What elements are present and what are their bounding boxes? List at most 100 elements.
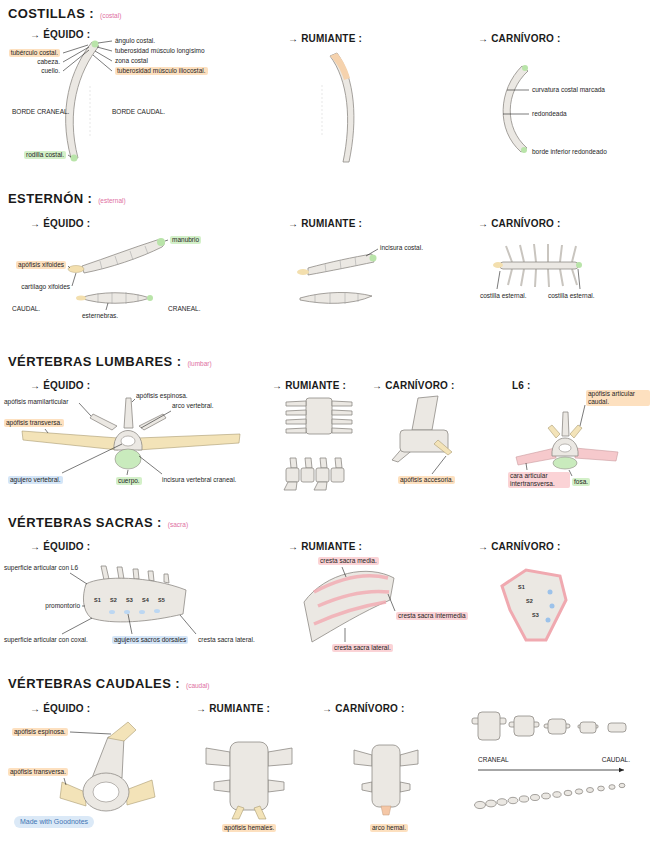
horse-lumbar-vertebra (138, 434, 240, 450)
caudal-series (508, 797, 518, 803)
horse-sternum (147, 295, 153, 301)
horse-lumbar-vertebra (62, 444, 122, 473)
caudal-series (542, 793, 551, 799)
caudal-series (475, 801, 486, 808)
ruminant-sacrum (345, 628, 346, 642)
horse-lumbar-vertebra (115, 449, 141, 469)
horse-lumbar-vertebra (141, 411, 171, 428)
ruminant-sacrum (342, 567, 346, 577)
caudal-series (564, 790, 572, 795)
ruminant-rib (322, 85, 323, 135)
ruminant-lumbar-vertebrae (284, 398, 352, 490)
l6-vertebra (552, 438, 578, 456)
horse-rib (92, 41, 99, 48)
horse-rib (63, 47, 89, 62)
ruminant-sacrum (314, 602, 386, 624)
horse-lumbar-vertebra (114, 431, 142, 451)
carnivore-sacrum (502, 570, 566, 640)
part-label: incisura vertebral craneal. (162, 476, 236, 484)
part-label: incisura costal. (380, 244, 423, 252)
caudal-series (598, 786, 605, 791)
horse-sternum (98, 292, 138, 304)
part-label: apófisis xifoides (16, 261, 66, 269)
species-heading: → ÉQUIDO : (30, 703, 90, 715)
horse-sternum (72, 273, 76, 286)
species-heading: → RUMIANTE : (288, 33, 362, 45)
caudal-series (531, 795, 540, 801)
part-label: costilla esternal. (480, 292, 527, 300)
horse-lumbar-vertebra (22, 431, 118, 450)
horse-sternum (106, 303, 108, 310)
section-heading: VÉRTEBRAS LUMBARES : (8, 354, 181, 370)
horse-rib (63, 50, 89, 71)
ruminant-rib (322, 53, 354, 162)
species-heading: → ÉQUIDO : (30, 218, 90, 230)
caudal-series (486, 800, 497, 807)
carnivore-sternum (493, 244, 582, 289)
species-heading: → ÉQUIDO : (30, 541, 90, 553)
ruminant-rib (330, 53, 354, 162)
carnivore-sternum (576, 262, 582, 268)
horse-sacrum (139, 610, 145, 614)
horse-lumbar-vertebra (90, 414, 117, 430)
horse-rib (66, 42, 99, 158)
part-label: cresta sacra lateral. (198, 636, 255, 644)
horse-lumbar-vertebra (124, 398, 133, 428)
horse-caudal-vertebra (60, 782, 86, 806)
horse-rib (68, 155, 71, 157)
horse-rib (95, 51, 112, 61)
caudal-series (580, 722, 596, 733)
species-heading: → CARNÍVORO : (478, 541, 561, 553)
carnivore-lumbar-vertebra (432, 456, 446, 474)
l6-vertebra (559, 444, 571, 452)
ruminant-lumbar-vertebrae (306, 398, 332, 434)
part-label: apófisis transversa. (8, 768, 68, 776)
horse-caudal-vertebra (93, 782, 119, 802)
horse-caudal-vertebra (92, 737, 124, 778)
horse-rib (93, 55, 112, 71)
ruminant-sternum (315, 293, 358, 304)
part-label: borde inferior redondeado (532, 148, 607, 156)
section-heading: VÉRTEBRAS CAUDALES : (8, 676, 180, 692)
horse-sternum (82, 240, 164, 273)
ruminant-sternum (300, 292, 372, 303)
l6-vertebra (548, 425, 560, 438)
species-heading: → RUMIANTE : (196, 703, 270, 715)
l6-vertebra (553, 457, 577, 469)
carnivore-sternum (500, 262, 578, 269)
carnivore-sternum (493, 262, 503, 268)
ruminant-sacrum (314, 576, 388, 592)
carnivore-caudal-vertebra (381, 806, 391, 815)
l6-vertebra (516, 448, 556, 465)
l6-vertebra (526, 463, 527, 470)
ruminant-lumbar-vertebrae (331, 468, 344, 482)
part-label: arco vertebral. (172, 402, 214, 410)
part-label: arco hemal. (370, 824, 408, 832)
horse-lumbar-vertebra (121, 436, 135, 446)
caudal-series (587, 788, 594, 793)
horse-caudal-vertebra (70, 732, 111, 734)
species-heading: L6 : (512, 380, 531, 392)
region-tag: (costal) (100, 12, 121, 20)
horse-sternum (80, 293, 150, 304)
l6-vertebra (516, 405, 618, 476)
part-label: CRANEAL (478, 756, 509, 764)
ruminant-lumbar-vertebrae (290, 458, 342, 468)
part-label: apófisis articular caudal. (586, 390, 650, 406)
horse-caudal-vertebra (83, 773, 129, 811)
segment-number: S1 (94, 597, 101, 604)
carnivore-lumbar-vertebra (412, 396, 438, 430)
horse-caudal-vertebra (64, 778, 66, 785)
horse-sternum (157, 238, 165, 246)
species-heading: → RUMIANTE : (272, 380, 346, 392)
ruminant-rib (330, 53, 350, 80)
horse-lumbar-vertebra (139, 456, 162, 474)
carnivore-sacrum (550, 604, 555, 609)
caudal-series (553, 792, 561, 798)
horse-lumbar-vertebra (22, 398, 240, 475)
ruminant-lumbar-vertebrae (316, 468, 329, 482)
carnivore-sacrum (546, 618, 551, 623)
part-label: ángulo costal. (115, 37, 155, 45)
